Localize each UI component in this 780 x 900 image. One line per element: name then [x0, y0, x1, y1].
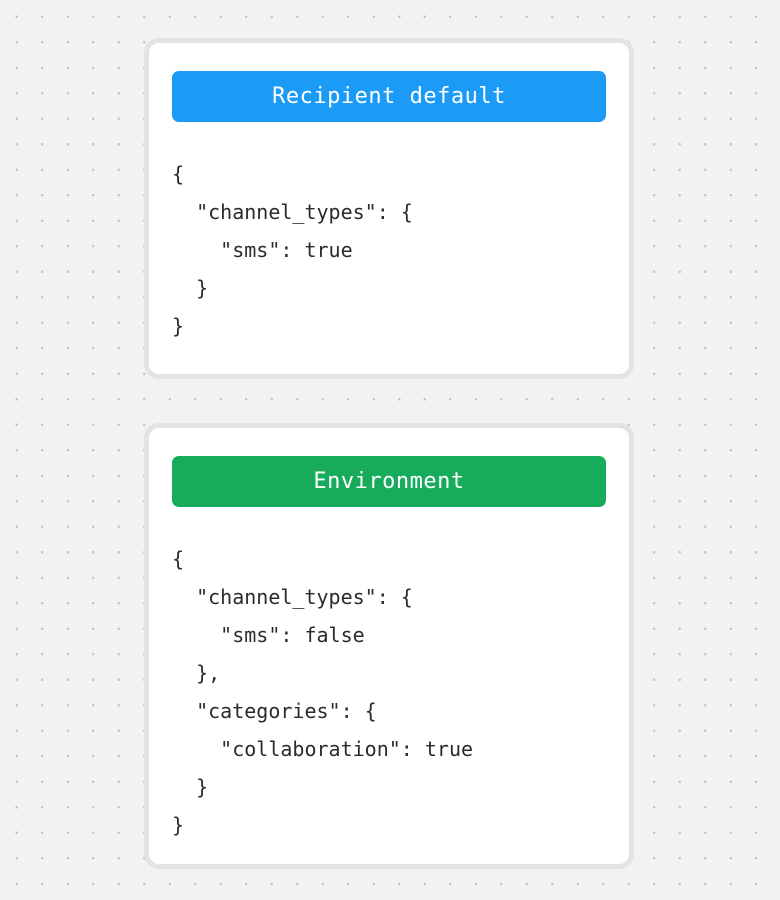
recipient-default-title: Recipient default — [272, 84, 506, 109]
environment-header: Environment — [172, 456, 606, 507]
code-line: "sms": true — [172, 238, 353, 262]
code-line: { — [172, 162, 185, 186]
code-line: "sms": false — [172, 623, 365, 647]
code-line: }, — [172, 661, 221, 685]
recipient-default-header: Recipient default — [172, 71, 606, 122]
code-line: "collaboration": true — [172, 737, 474, 761]
recipient-default-code-block: { "channel_types": { "sms": true }} — [149, 122, 629, 345]
environment-code-block: { "channel_types": { "sms": false }, "ca… — [149, 507, 629, 844]
code-line: } — [172, 276, 209, 300]
recipient-default-card: Recipient default { "channel_types": { "… — [144, 38, 634, 379]
code-line: } — [172, 314, 185, 338]
environment-title: Environment — [313, 469, 465, 494]
code-line: "categories": { — [172, 699, 377, 723]
code-line: } — [172, 775, 209, 799]
code-line: } — [172, 813, 185, 837]
code-line: "channel_types": { — [172, 585, 413, 609]
code-line: "channel_types": { — [172, 200, 413, 224]
code-line: { — [172, 547, 185, 571]
environment-card: Environment { "channel_types": { "sms": … — [144, 423, 634, 869]
